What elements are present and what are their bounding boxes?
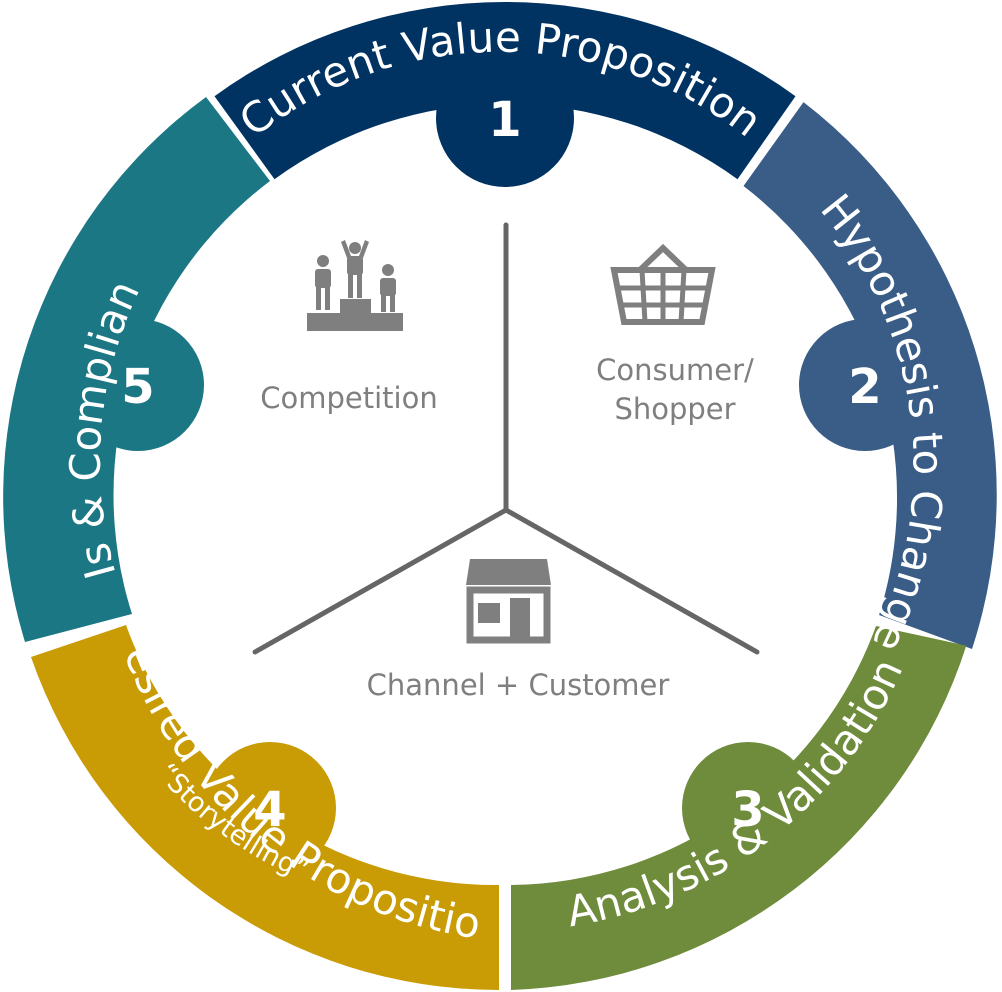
segment-1-number-badge: 1: [436, 49, 574, 187]
consumer-label-line2: Shopper: [614, 392, 735, 426]
consumer-label-line1: Consumer/: [596, 353, 754, 387]
number-badges: 1 2 3 4 5: [72, 49, 931, 874]
segment-2-number: 2: [848, 359, 881, 415]
segment-5-band: [3, 97, 271, 642]
segment-3-band: [511, 626, 967, 990]
center-icons: [307, 240, 716, 644]
segment-2-band: [743, 102, 997, 650]
badge-4-circle: [204, 742, 336, 874]
segment-3-number-badge: 3: [682, 742, 814, 874]
competition-label: Competition: [260, 381, 437, 415]
divider-lower-right: [503, 507, 760, 655]
center-labels: Competition Consumer/ Shopper Channel + …: [260, 353, 754, 702]
segment-4-number: 4: [253, 782, 286, 838]
center-dividers: [252, 222, 760, 655]
badge-1-circle: [436, 49, 574, 187]
shopping-basket-icon: [610, 243, 716, 325]
podium-icon: [307, 240, 403, 331]
segment-3-number: 3: [731, 782, 764, 838]
segment-1-number: 1: [488, 92, 521, 148]
channel-label: Channel + Customer: [367, 668, 670, 702]
badge-5-circle: [72, 319, 204, 451]
segment-4-number-badge: 4: [204, 742, 336, 874]
segment-2-number-badge: 2: [799, 319, 931, 451]
segment-4-band: [31, 625, 499, 991]
badge-2-circle: [799, 319, 931, 451]
segment-5-number-badge: 5: [72, 319, 204, 451]
badge-3-circle: [682, 742, 814, 874]
divider-lower-left: [252, 507, 509, 655]
storefront-icon: [466, 559, 551, 644]
segment-5-number: 5: [121, 359, 154, 415]
